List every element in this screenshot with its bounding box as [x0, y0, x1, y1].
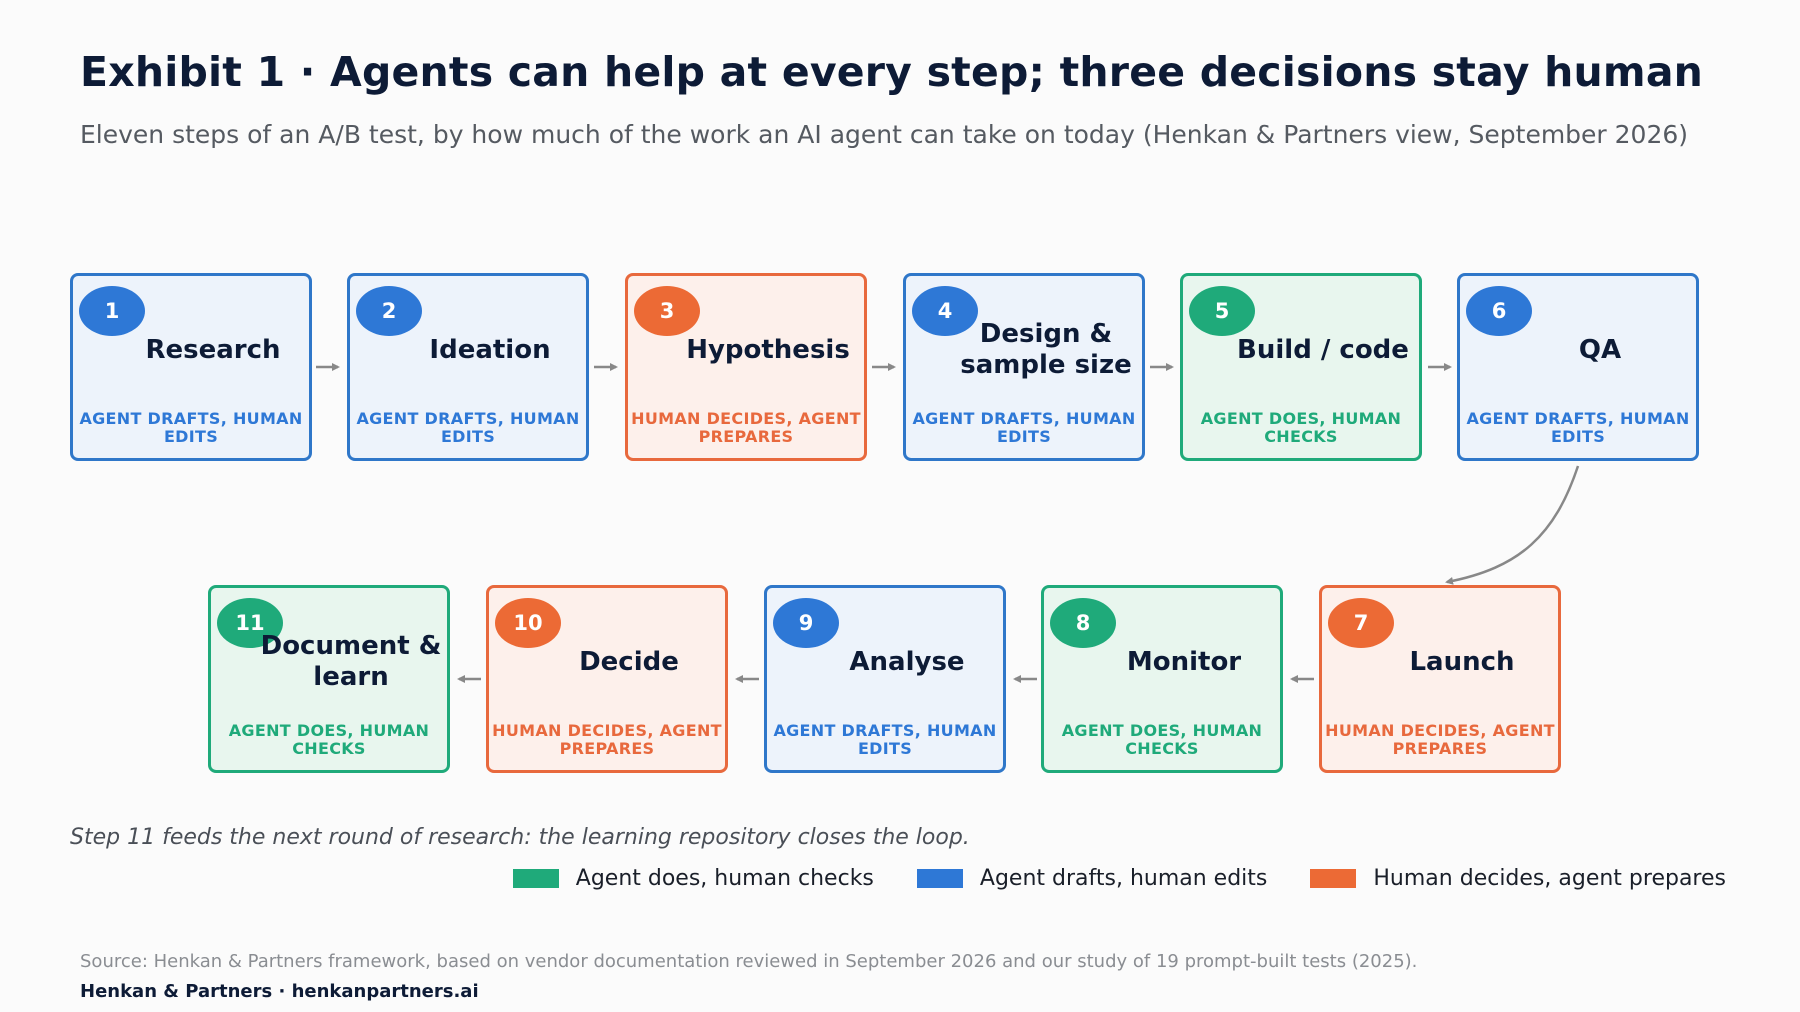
step-card-decide: 10 Decide HUMAN DECIDES, AGENT PREPARES — [486, 585, 728, 773]
step-number-badge: 2 — [356, 286, 422, 336]
legend-item-agent-drafts: Agent drafts, human edits — [916, 866, 1268, 891]
legend-label: Agent drafts, human edits — [979, 866, 1268, 891]
step-name: Monitor — [1126, 646, 1242, 677]
step-name: Build / code — [1237, 334, 1409, 365]
step-number-badge: 6 — [1466, 286, 1532, 336]
step-number-badge: 8 — [1050, 598, 1116, 648]
arrow-6-7 — [1445, 465, 1580, 585]
step-role: AGENT DRAFTS, HUMAN EDITS — [1466, 409, 1690, 446]
step-number-badge: 11 — [217, 598, 283, 648]
step-role: AGENT DOES, HUMAN CHECKS — [228, 721, 430, 758]
step-card-ideation: 2 Ideation AGENT DRAFTS, HUMAN EDITS — [347, 273, 589, 461]
step-card-monitor: 8 Monitor AGENT DOES, HUMAN CHECKS — [1041, 585, 1283, 773]
step-card-launch: 7 Launch HUMAN DECIDES, AGENT PREPARES — [1319, 585, 1561, 773]
step-name: QA — [1578, 334, 1622, 365]
legend-label: Agent does, human checks — [575, 866, 874, 891]
step-role: AGENT DRAFTS, HUMAN EDITS — [356, 409, 580, 446]
step-number-badge: 3 — [634, 286, 700, 336]
step-number-badge: 10 — [495, 598, 561, 648]
step-name: Decide — [579, 646, 679, 677]
step-role: AGENT DRAFTS, HUMAN EDITS — [773, 721, 997, 758]
step-name: Hypothesis — [686, 334, 850, 365]
exhibit-subtitle: Eleven steps of an A/B test, by how much… — [80, 120, 1689, 149]
step-role: AGENT DRAFTS, HUMAN EDITS — [79, 409, 303, 446]
legend-label: Human decides, agent prepares — [1373, 866, 1726, 891]
legend: Agent does, human checks Agent drafts, h… — [470, 866, 1726, 891]
source-note: Source: Henkan & Partners framework, bas… — [80, 951, 1418, 972]
step-card-qa: 6 QA AGENT DRAFTS, HUMAN EDITS — [1457, 273, 1699, 461]
legend-swatch — [916, 869, 963, 888]
exhibit-title: Exhibit 1 · Agents can help at every ste… — [80, 48, 1704, 96]
step-name: Launch — [1409, 646, 1515, 677]
step-name: Document & learn — [260, 631, 442, 692]
step-name: Ideation — [429, 334, 551, 365]
step-role: AGENT DOES, HUMAN CHECKS — [1200, 409, 1402, 446]
step-name: Analyse — [849, 646, 965, 677]
step-number-badge: 9 — [773, 598, 839, 648]
footer-brand: Henkan & Partners · henkanpartners.ai — [80, 981, 479, 1002]
step-role: HUMAN DECIDES, AGENT PREPARES — [492, 721, 722, 758]
step-card-research: 1 Research AGENT DRAFTS, HUMAN EDITS — [70, 273, 312, 461]
step-card-hypothesis: 3 Hypothesis HUMAN DECIDES, AGENT PREPAR… — [625, 273, 867, 461]
step-card-document: 11 Document & learn AGENT DOES, HUMAN CH… — [208, 585, 450, 773]
loop-note: Step 11 feeds the next round of research… — [70, 825, 970, 850]
legend-swatch — [512, 869, 559, 888]
step-number-badge: 5 — [1189, 286, 1255, 336]
step-number-badge: 4 — [912, 286, 978, 336]
step-name: Design & sample size — [960, 319, 1132, 380]
step-role: HUMAN DECIDES, AGENT PREPARES — [631, 409, 861, 446]
step-card-design: 4 Design & sample size AGENT DRAFTS, HUM… — [903, 273, 1145, 461]
step-number-badge: 7 — [1328, 598, 1394, 648]
step-card-build: 5 Build / code AGENT DOES, HUMAN CHECKS — [1180, 273, 1422, 461]
step-role: AGENT DRAFTS, HUMAN EDITS — [912, 409, 1136, 446]
step-role: AGENT DOES, HUMAN CHECKS — [1061, 721, 1263, 758]
step-card-analyse: 9 Analyse AGENT DRAFTS, HUMAN EDITS — [764, 585, 1006, 773]
step-role: HUMAN DECIDES, AGENT PREPARES — [1325, 721, 1555, 758]
legend-swatch — [1310, 869, 1357, 888]
legend-item-agent-does: Agent does, human checks — [512, 866, 874, 891]
step-number-badge: 1 — [79, 286, 145, 336]
legend-item-human-decides: Human decides, agent prepares — [1310, 866, 1726, 891]
step-name: Research — [145, 334, 281, 365]
